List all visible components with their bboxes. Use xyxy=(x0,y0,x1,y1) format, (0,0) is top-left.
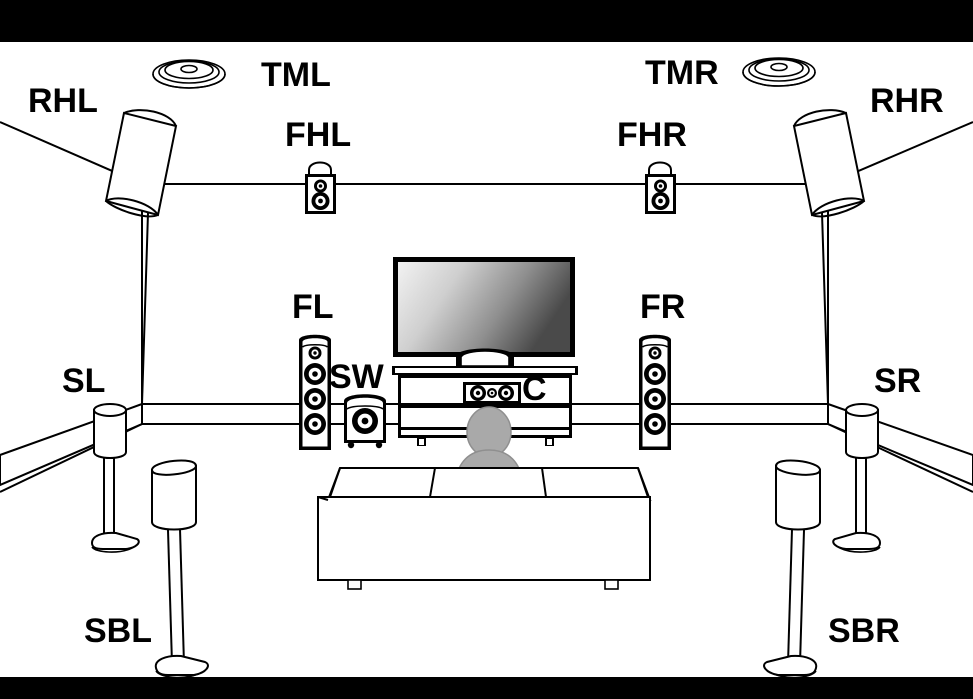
speaker-fl[interactable] xyxy=(299,334,331,450)
speaker-sl[interactable] xyxy=(90,403,140,553)
television[interactable] xyxy=(393,257,575,368)
label-fr: FR xyxy=(640,288,685,326)
label-tmr: TMR xyxy=(645,54,719,92)
speaker-subwoofer[interactable] xyxy=(344,394,386,449)
speaker-fhl[interactable] xyxy=(305,161,336,215)
label-fhr: FHR xyxy=(617,116,687,154)
speaker-tmr[interactable] xyxy=(742,57,816,87)
speaker-sr[interactable] xyxy=(832,403,882,553)
speaker-rhl[interactable] xyxy=(104,109,178,405)
label-sw: SW xyxy=(329,358,385,396)
speaker-tml[interactable] xyxy=(152,59,226,89)
speaker-center[interactable] xyxy=(463,382,521,404)
sofa[interactable] xyxy=(317,467,652,590)
label-sbr: SBR xyxy=(828,612,900,650)
speaker-sbl[interactable] xyxy=(150,459,209,679)
speaker-rhr[interactable] xyxy=(792,109,866,405)
label-c: C xyxy=(522,370,547,408)
label-tml: TML xyxy=(261,56,331,94)
label-sbl: SBL xyxy=(84,612,152,650)
label-rhl: RHL xyxy=(28,82,98,120)
label-sr: SR xyxy=(874,362,921,400)
speaker-sbr[interactable] xyxy=(763,459,822,679)
speaker-fhr[interactable] xyxy=(645,161,676,215)
label-rhr: RHR xyxy=(870,82,944,120)
room-perspective-lines xyxy=(0,121,973,404)
label-fl: FL xyxy=(292,288,334,326)
label-sl: SL xyxy=(62,362,105,400)
speaker-fr[interactable] xyxy=(639,334,671,450)
label-fhl: FHL xyxy=(285,116,351,154)
